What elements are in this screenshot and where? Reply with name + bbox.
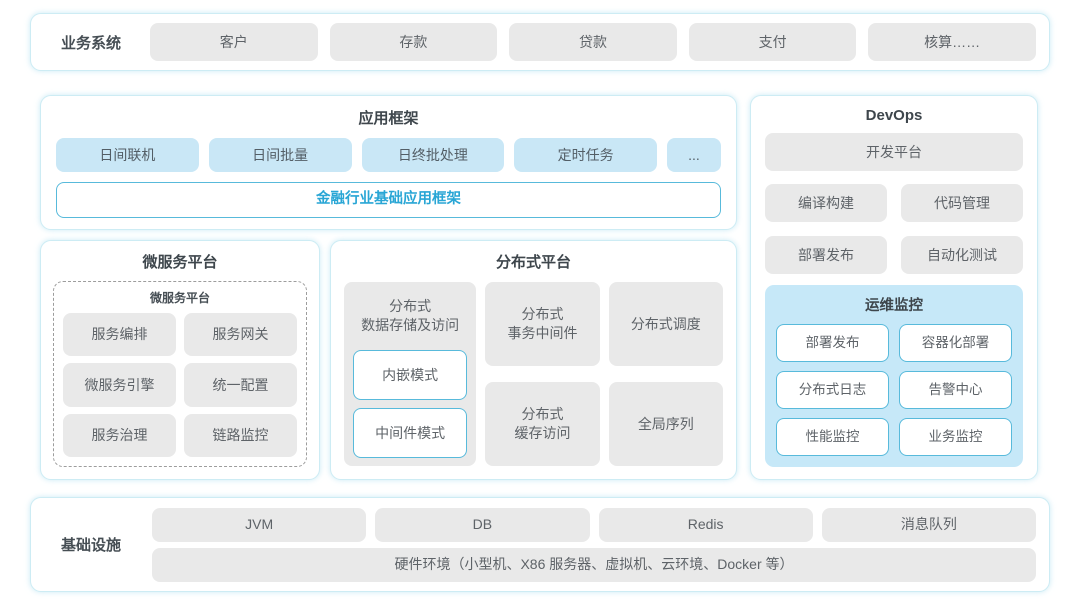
microservice-grid: 服务编排 服务网关 微服务引擎 统一配置 服务治理 链路监控 — [63, 313, 297, 457]
middleware-mode-box: 中间件模式 — [353, 408, 468, 458]
infra-item-jvm: JVM — [152, 507, 367, 542]
app-framework-item-daytime-batch: 日间批量 — [208, 138, 352, 172]
platform-column: 应用框架 日间联机 日间批量 日终批处理 定时任务 ... 金融行业基础应用框架… — [40, 95, 737, 480]
ops-monitoring-panel: 运维监控 部署发布 容器化部署 分布式日志 告警中心 性能监控 业务监控 — [765, 285, 1023, 467]
app-framework-item-scheduled-task: 定时任务 — [514, 138, 657, 172]
distributed-col-right: 分布式调度 全局序列 — [608, 282, 723, 466]
ops-monitoring-title: 运维监控 — [865, 298, 923, 314]
ops-item-deploy-release: 部署发布 — [776, 324, 889, 362]
distributed-item-scheduling: 分布式调度 — [608, 282, 723, 366]
business-systems-section: 业务系统 客户 存款 贷款 支付 核算…… — [30, 13, 1050, 71]
business-system-item-loan: 贷款 — [509, 23, 677, 61]
devops-grid: 编译构建 代码管理 部署发布 自动化测试 — [765, 184, 1023, 274]
infrastructure-grid: JVM DB Redis 消息队列 硬件环境（小型机、X86 服务器、虚拟机、云… — [152, 507, 1036, 582]
devops-item-automated-testing: 自动化测试 — [901, 236, 1023, 274]
ops-item-business-monitoring: 业务监控 — [899, 418, 1012, 456]
data-storage-label: 分布式 数据存储及访问 — [361, 298, 460, 333]
platform-bottom-row: 微服务平台 微服务平台 服务编排 服务网关 微服务引擎 统一配置 服务治理 链路… — [40, 240, 737, 480]
ops-item-distributed-log: 分布式日志 — [776, 371, 889, 409]
business-system-item-accounting: 核算…… — [868, 23, 1036, 61]
hardware-environment-box: 硬件环境（小型机、X86 服务器、虚拟机、云环境、Docker 等） — [152, 547, 1036, 582]
middle-region: 应用框架 日间联机 日间批量 日终批处理 定时任务 ... 金融行业基础应用框架… — [40, 95, 1040, 480]
ops-item-alert-center: 告警中心 — [899, 371, 1012, 409]
devops-item-deploy-release: 部署发布 — [765, 236, 887, 274]
microservice-inner-group: 微服务平台 服务编排 服务网关 微服务引擎 统一配置 服务治理 链路监控 — [53, 281, 307, 467]
devops-title: DevOps — [865, 107, 923, 124]
devops-item-code-management: 代码管理 — [901, 184, 1023, 222]
devops-item-build: 编译构建 — [765, 184, 887, 222]
infra-item-redis: Redis — [598, 507, 813, 542]
infrastructure-label: 基础设施 — [60, 537, 121, 554]
microservice-item-orchestration: 服务编排 — [63, 313, 176, 357]
business-system-item-deposit: 存款 — [329, 23, 498, 61]
business-system-item-customer: 客户 — [150, 23, 318, 61]
ops-monitoring-grid: 部署发布 容器化部署 分布式日志 告警中心 性能监控 业务监控 — [776, 324, 1012, 456]
app-framework-row: 日间联机 日间批量 日终批处理 定时任务 ... — [56, 138, 721, 172]
base-framework-box: 金融行业基础应用框架 — [56, 182, 721, 218]
app-framework-item-eod-batch: 日终批处理 — [361, 138, 505, 172]
distributed-platform-title: 分布式平台 — [495, 254, 571, 271]
distributed-item-cache-access: 分布式 缓存访问 — [485, 382, 600, 466]
infra-item-db: DB — [375, 507, 590, 542]
distributed-item-transaction-middleware: 分布式 事务中间件 — [485, 282, 600, 366]
app-framework-item-more: ... — [667, 138, 721, 172]
app-framework-title: 应用框架 — [358, 110, 419, 127]
dev-platform-box: 开发平台 — [765, 133, 1023, 171]
microservice-item-governance: 服务治理 — [63, 413, 176, 457]
microservice-platform-title: 微服务平台 — [142, 254, 218, 271]
microservice-item-unified-config: 统一配置 — [184, 363, 297, 407]
ops-item-performance-monitoring: 性能监控 — [776, 418, 889, 456]
devops-section: DevOps 开发平台 编译构建 代码管理 部署发布 自动化测试 运维监控 部署… — [750, 95, 1038, 480]
business-systems-label: 业务系统 — [60, 34, 121, 52]
microservice-item-engine: 微服务引擎 — [63, 363, 176, 407]
business-system-item-payment: 支付 — [688, 23, 857, 61]
infra-item-message-queue: 消息队列 — [821, 507, 1036, 542]
distributed-item-global-sequence: 全局序列 — [608, 382, 723, 466]
ops-item-container-deploy: 容器化部署 — [899, 324, 1012, 362]
data-storage-box: 分布式 数据存储及访问 内嵌模式 中间件模式 — [344, 282, 477, 466]
microservice-platform-section: 微服务平台 微服务平台 服务编排 服务网关 微服务引擎 统一配置 服务治理 链路… — [40, 240, 320, 480]
app-framework-section: 应用框架 日间联机 日间批量 日终批处理 定时任务 ... 金融行业基础应用框架 — [40, 95, 737, 230]
microservice-item-gateway: 服务网关 — [184, 313, 297, 357]
distributed-grid: 分布式 数据存储及访问 内嵌模式 中间件模式 分布式 事务中间件 分布式 缓存访… — [344, 282, 723, 466]
distributed-platform-section: 分布式平台 分布式 数据存储及访问 内嵌模式 中间件模式 分布式 事务中间件 分… — [330, 240, 737, 480]
infrastructure-row: JVM DB Redis 消息队列 — [152, 507, 1036, 542]
microservice-item-trace-monitoring: 链路监控 — [184, 413, 297, 457]
embedded-mode-box: 内嵌模式 — [353, 350, 468, 400]
microservice-inner-title: 微服务平台 — [149, 291, 210, 305]
infrastructure-section: 基础设施 JVM DB Redis 消息队列 硬件环境（小型机、X86 服务器、… — [30, 497, 1050, 592]
app-framework-item-daytime-online: 日间联机 — [56, 138, 199, 172]
distributed-col-middle: 分布式 事务中间件 分布式 缓存访问 — [485, 282, 600, 466]
